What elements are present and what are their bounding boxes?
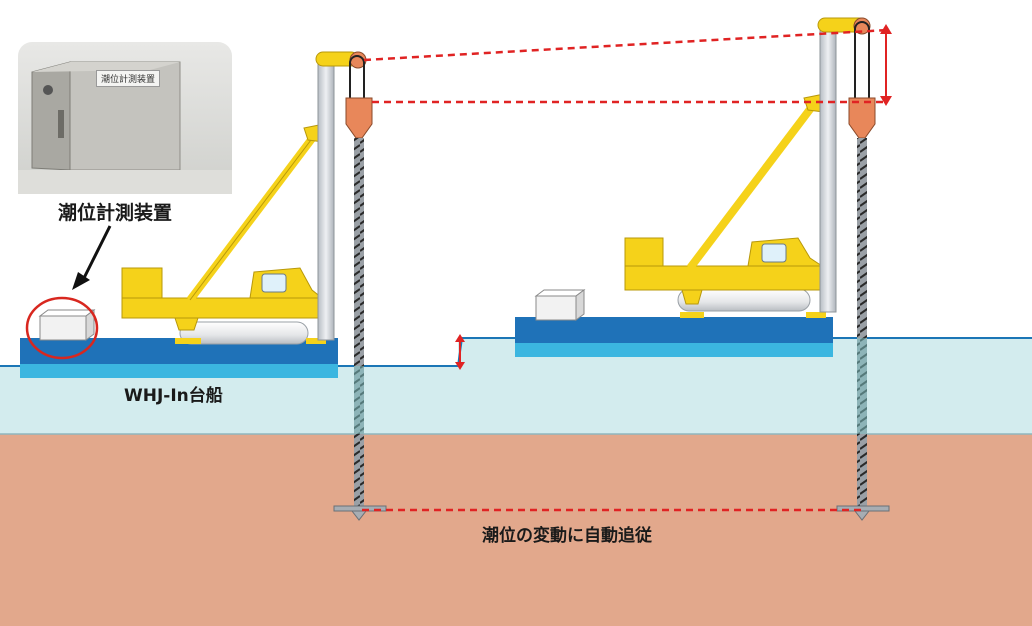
top-reference-dashed-line — [363, 28, 889, 62]
tide-gauge-box-left-top — [38, 309, 96, 317]
photo-vent — [43, 85, 53, 95]
double-arrow-icon — [880, 24, 892, 106]
cab-window-left — [261, 273, 287, 293]
highlight-circle — [25, 296, 99, 360]
deck-pad-left-a — [175, 338, 201, 344]
photo-handle — [58, 110, 64, 138]
float-pontoon-left — [179, 321, 309, 345]
tide-change-arrow-icon — [455, 334, 465, 370]
cab-window-right — [761, 243, 787, 263]
left-rig — [20, 51, 387, 521]
top-sheave-right — [853, 17, 871, 35]
tide-gauge-box-left — [39, 315, 87, 341]
barge-name-label: WHJ-In台船 — [124, 386, 223, 406]
caption-label: 潮位の変動に自動追従 — [482, 526, 652, 546]
screw-pile-left — [354, 138, 364, 508]
arrow-down-icon — [72, 225, 112, 290]
hammer-block-left — [345, 97, 373, 139]
photo-cabinet-top — [32, 62, 180, 72]
photo-floor — [18, 170, 232, 194]
barge-hull-left — [20, 364, 338, 378]
pile-point-left — [350, 510, 368, 521]
device-name-label: 潮位計測装置 — [58, 202, 173, 224]
right-rig — [515, 17, 890, 521]
machine-base-left — [121, 297, 323, 319]
machine-foot-left — [174, 317, 199, 331]
photo-cabinet-side — [31, 61, 71, 171]
deck-pad-right-a — [680, 312, 704, 318]
deck-pad-right-b — [806, 312, 826, 318]
cable-loop-right — [854, 21, 870, 107]
tide-gauge-box-right-side — [575, 289, 585, 321]
pile-water-section-left — [354, 366, 364, 434]
pile-water-section-right — [857, 338, 867, 434]
leader-mast-right — [819, 25, 837, 313]
boom-right — [686, 101, 818, 271]
barge-hull-right — [515, 343, 833, 357]
deck-pad-left-b — [306, 338, 326, 344]
tide-gauge-box-right — [535, 295, 577, 321]
screw-pile-right — [857, 138, 867, 508]
annotations — [25, 24, 892, 512]
device-photo — [18, 42, 232, 194]
leader-mast-left — [317, 59, 335, 341]
hammer-block-right — [848, 97, 876, 139]
barge-deck-right — [515, 317, 833, 343]
pile-point-right — [853, 510, 871, 521]
photo-plate-label: 潮位計測装置 — [96, 70, 161, 87]
machine-foot-right — [681, 289, 703, 305]
boom-left-edge — [189, 135, 315, 301]
machine-base-right — [624, 265, 826, 291]
